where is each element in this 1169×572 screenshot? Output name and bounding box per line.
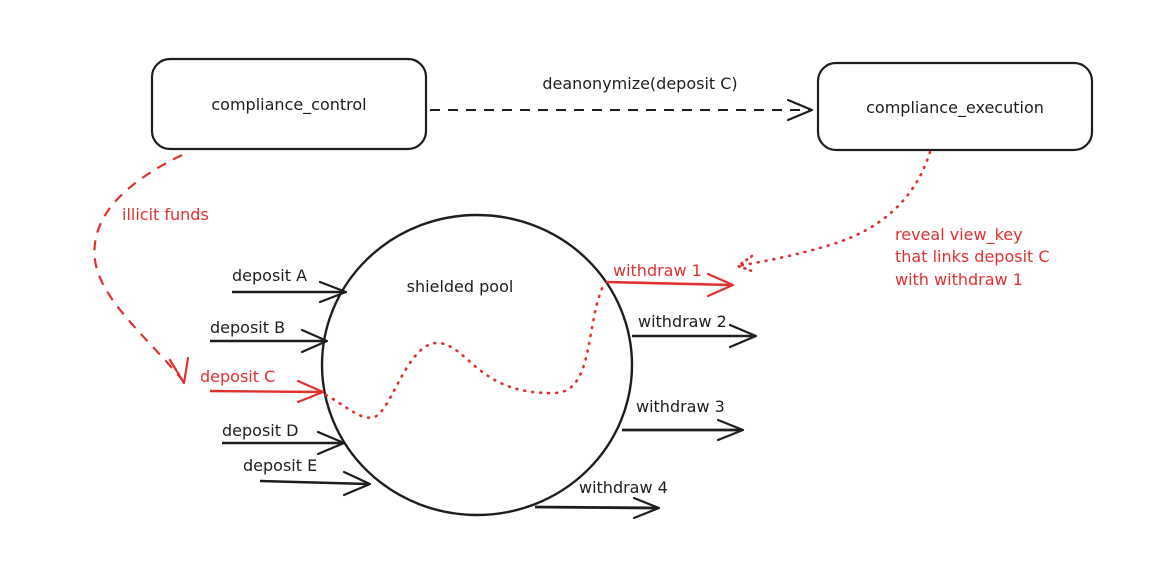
deposit-a-arrowhead-icon <box>318 280 348 304</box>
shielded-pool-label: shielded pool <box>407 277 514 296</box>
illicit-funds-label: illicit funds <box>122 205 209 224</box>
compliance-control-node[interactable]: compliance_control <box>150 57 428 151</box>
illicit-funds-edge: illicit funds <box>93 154 209 385</box>
deposit-a-label: deposit A <box>232 266 307 285</box>
deposit-c-label: deposit C <box>200 367 275 386</box>
withdraw-4-line <box>534 505 659 510</box>
deposit-e-line <box>259 479 369 486</box>
withdraw-4[interactable]: withdraw 4 <box>534 478 668 520</box>
link-path-dotted <box>324 280 607 419</box>
reveal-view-key-line-2: that links deposit C <box>895 247 1050 266</box>
deanonymize-label: deanonymize(deposit C) <box>542 74 737 93</box>
withdraw-3-arrowhead-icon <box>716 418 745 442</box>
compliance-execution-label: compliance_execution <box>866 98 1044 118</box>
withdraw-4-arrowhead-icon <box>632 496 661 520</box>
deposit-a[interactable]: deposit A <box>232 266 348 304</box>
deposit-c[interactable]: deposit C <box>200 367 325 404</box>
reveal-view-key-line-3: with withdraw 1 <box>895 270 1023 289</box>
shielded-pool-node[interactable]: shielded pool <box>320 213 634 517</box>
deposit-c-line <box>209 389 323 394</box>
withdraw-1-line <box>605 280 733 287</box>
deposit-d[interactable]: deposit D <box>222 421 346 456</box>
compliance-execution-node[interactable]: compliance_execution <box>816 61 1094 152</box>
compliance-control-label: compliance_control <box>211 95 366 115</box>
withdraw-2[interactable]: withdraw 2 <box>632 312 758 349</box>
withdraw-4-label: withdraw 4 <box>579 478 668 497</box>
withdraw-2-label: withdraw 2 <box>638 312 727 331</box>
withdraw-1-arrowhead-icon <box>706 272 735 298</box>
shielded-pool-circle <box>320 213 634 517</box>
deanonymize-arrowhead-icon <box>786 98 814 122</box>
illicit-funds-arrowhead-icon <box>168 356 190 385</box>
reveal-view-key-arrowhead-icon <box>735 254 754 273</box>
deanonymize-edge: deanonymize(deposit C) <box>430 74 814 122</box>
deposit-e[interactable]: deposit E <box>243 456 372 497</box>
deposit-b-label: deposit B <box>210 318 285 337</box>
reveal-view-key-edge: reveal view_key that links deposit C wit… <box>735 150 1050 289</box>
compliance-control-box <box>150 57 428 151</box>
deposit-e-label: deposit E <box>243 456 317 475</box>
withdraw-2-arrowhead-icon <box>728 323 758 349</box>
illicit-funds-line <box>93 154 185 383</box>
reveal-view-key-line-1: reveal view_key <box>895 225 1023 245</box>
compliance-execution-box <box>816 61 1094 152</box>
withdraw-1-label: withdraw 1 <box>613 261 702 280</box>
deposit-b[interactable]: deposit B <box>210 318 329 354</box>
reveal-view-key-line <box>736 150 932 268</box>
deposit-c-arrowhead-icon <box>296 379 325 404</box>
deposit-d-arrowhead-icon <box>316 430 346 456</box>
deposit-d-label: deposit D <box>222 421 298 440</box>
withdraw-3-label: withdraw 3 <box>636 397 725 416</box>
withdraw-1[interactable]: withdraw 1 <box>605 261 735 298</box>
deposit-b-arrowhead-icon <box>300 328 329 354</box>
deposit-e-arrowhead-icon <box>342 470 372 497</box>
withdraw-3[interactable]: withdraw 3 <box>622 397 745 442</box>
